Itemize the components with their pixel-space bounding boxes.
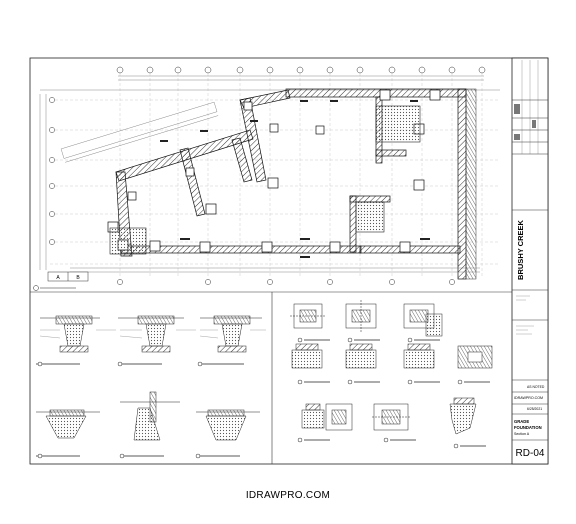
drawing-website: IDRAWPRO.COM xyxy=(514,396,543,400)
drawing-date: 6/25/2021 xyxy=(527,407,542,411)
sheet-title-line1: GRADE xyxy=(514,419,529,424)
plan-legend: A B xyxy=(47,271,89,282)
section-details-left xyxy=(36,315,266,457)
grid-bubbles-top xyxy=(116,66,486,74)
scale-note: AS NOTED xyxy=(527,385,545,389)
sheet-title-line2: FOUNDATION xyxy=(514,425,542,430)
foundation-plan: A B xyxy=(33,66,500,291)
title-block: BRUSHY CREEK IDRAWPRO.COM 6/25/2021 AS N… xyxy=(511,57,549,465)
legend-label-b: B xyxy=(76,275,80,281)
legend-label-a: A xyxy=(56,275,60,281)
project-name: BRUSHY CREEK xyxy=(516,219,525,279)
sheet-title-line3: Section A xyxy=(514,432,530,436)
pile-cap-details xyxy=(37,300,493,459)
watermark-text: IDRAWPRO.COM xyxy=(245,490,331,501)
sheet-number: RD-04 xyxy=(516,448,545,459)
